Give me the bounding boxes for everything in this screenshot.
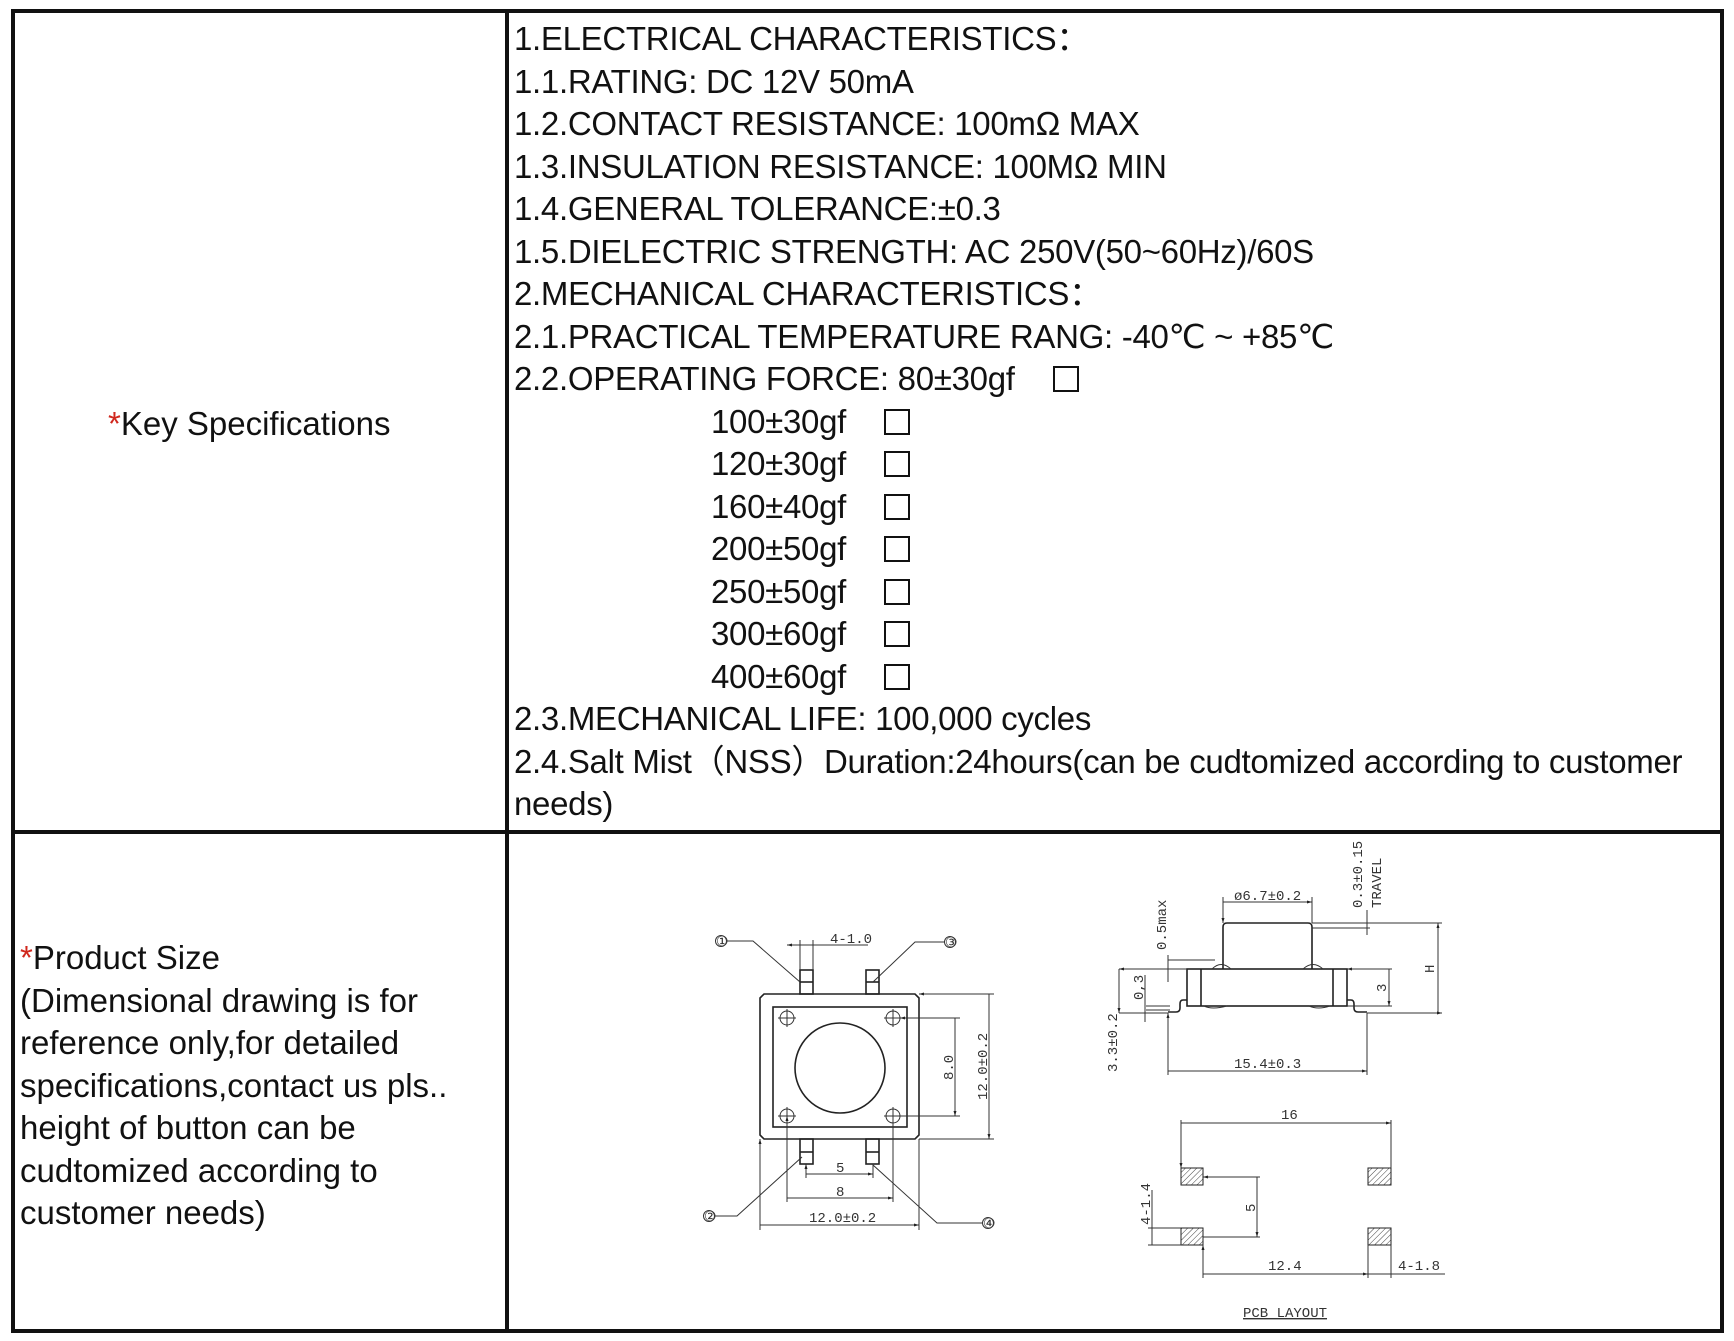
force-option: 200±50gf <box>514 528 1714 571</box>
pin-width-label: 4-1.0 <box>830 932 872 948</box>
pcb-pad-height-label: 4-1.4 <box>1139 1183 1155 1225</box>
total-height-label: 3.3±0.2 <box>1106 1013 1122 1072</box>
spec-line: 1.2.CONTACT RESISTANCE: 100mΩ MAX <box>514 105 1140 142</box>
force-option: 2.2.OPERATING FORCE: 80±30gf <box>514 358 1714 401</box>
force-option: 300±60gf <box>514 613 1714 656</box>
force-option: 160±40gf <box>514 486 1714 529</box>
force-label: 2.2.OPERATING FORCE: <box>514 360 898 397</box>
force-value: 200±50gf <box>711 530 846 567</box>
spec-line: 1.3.INSULATION RESISTANCE: 100MΩ MIN <box>514 147 1167 185</box>
dim-8-0-label: 8.0 <box>942 1055 958 1080</box>
actuator-side <box>1222 922 1313 969</box>
force-option: 250±50gf <box>514 571 1714 614</box>
pin-3-label: ③ <box>945 936 958 952</box>
spec-line: 2.4.Salt Mist（NSS）Duration:24hours(can b… <box>514 742 1683 823</box>
force-option: 400±60gf <box>514 656 1714 699</box>
product-size-title: Product Size <box>32 939 220 976</box>
lead-thickness-label: 0,3 <box>1132 975 1148 1000</box>
pcb-span-label: 16 <box>1281 1108 1298 1124</box>
spec-line: 2.1.PRACTICAL TEMPERATURE RANG: -40℃ ~ +… <box>514 317 1334 355</box>
spec-table-border <box>11 9 1724 1333</box>
checkbox-icon[interactable] <box>884 493 910 520</box>
spec-line: 1.ELECTRICAL CHARACTERISTICS： <box>514 20 1090 57</box>
pcb-layout-title: PCB LAYOUT <box>1243 1306 1327 1322</box>
height-var-label: H <box>1423 965 1439 973</box>
column-divider <box>505 9 509 1333</box>
force-value: 120±30gf <box>711 445 846 482</box>
force-value: 160±40gf <box>711 487 846 525</box>
spec-line: 1.4.GENERAL TOLERANCE:±0.3 <box>514 190 1001 227</box>
force-value: 400±60gf <box>711 657 846 695</box>
key-specifications-list: 1.ELECTRICAL CHARACTERISTICS： 1.1.RATING… <box>514 18 1714 826</box>
row-divider <box>11 830 1724 834</box>
actuator-circle <box>794 1022 886 1114</box>
pin-4-label: ④ <box>983 1217 996 1233</box>
checkbox-icon[interactable] <box>884 451 910 477</box>
checkbox-icon[interactable] <box>1052 366 1079 392</box>
pin-2-label: ② <box>704 1210 717 1226</box>
pcb-pitch-h-label: 12.4 <box>1268 1259 1302 1275</box>
travel-value-label: 0.3±0.15 <box>1351 841 1367 908</box>
pcb-layout: 16 5 4-1.4 12.4 4-1.8 PCB LAYOUT <box>1139 1108 1445 1322</box>
switch-inner-frame <box>772 1006 908 1128</box>
key-specifications-text: Key Specifications <box>120 405 391 442</box>
force-value: 300±60gf <box>711 615 846 652</box>
max-offset-label: 0.5max <box>1155 900 1171 950</box>
diameter-label: ø6.7±0.2 <box>1234 889 1301 905</box>
checkbox-icon[interactable] <box>884 536 910 562</box>
dim-height-label: 12.0±0.2 <box>976 1033 992 1100</box>
product-size-note: (Dimensional drawing is for reference on… <box>20 981 448 1232</box>
force-value: 100±30gf <box>711 402 846 440</box>
checkbox-icon[interactable] <box>884 663 910 690</box>
mount-holes <box>778 1009 902 1125</box>
spec-line: 1.5.DIELECTRIC STRENGTH: AC 250V(50~60Hz… <box>514 232 1314 270</box>
length-label: 15.4±0.3 <box>1234 1057 1301 1073</box>
product-size-label: *Product Size (Dimensional drawing is fo… <box>20 937 500 1235</box>
spec-line: 2.3.MECHANICAL LIFE: 100,000 cycles <box>514 700 1092 737</box>
top-view: 4-1.0 ① ② ③ ④ 8.0 12.0±0.2 5 8 12.0±0.2 <box>703 932 996 1233</box>
body-side <box>1186 968 1348 1007</box>
key-specifications-label: *Key Specifications <box>108 403 390 446</box>
force-option: 100±30gf <box>514 401 1714 444</box>
spec-line: 2.MECHANICAL CHARACTERISTICS： <box>514 275 1102 312</box>
travel-label: TRAVEL <box>1370 858 1386 908</box>
required-asterisk: * <box>20 939 33 976</box>
dim-8-label: 8 <box>836 1185 844 1201</box>
spec-line: 1.1.RATING: DC 12V 50mA <box>514 62 914 100</box>
required-asterisk: * <box>108 405 121 442</box>
pcb-pad-width-label: 4-1.8 <box>1398 1259 1440 1275</box>
pins <box>799 969 880 1165</box>
pcb-pitch-v-label: 5 <box>1244 1204 1260 1212</box>
switch-body-outline <box>759 993 920 1140</box>
checkbox-icon[interactable] <box>884 408 910 435</box>
pin-1-label: ① <box>716 935 729 951</box>
pcb-pads <box>1180 1167 1392 1246</box>
checkbox-icon[interactable] <box>884 621 910 647</box>
force-value: 250±50gf <box>711 572 846 610</box>
force-option: 120±30gf <box>514 443 1714 486</box>
side-view: ø6.7±0.2 0.3±0.15 TRAVEL 0.5max 0,3 3.3±… <box>1106 841 1442 1075</box>
dim-5-label: 5 <box>836 1161 844 1177</box>
checkbox-icon[interactable] <box>884 578 910 605</box>
body-height-label: 3 <box>1375 984 1391 992</box>
dim-width-label: 12.0±0.2 <box>809 1211 876 1227</box>
force-value: 80±30gf <box>897 360 1015 397</box>
